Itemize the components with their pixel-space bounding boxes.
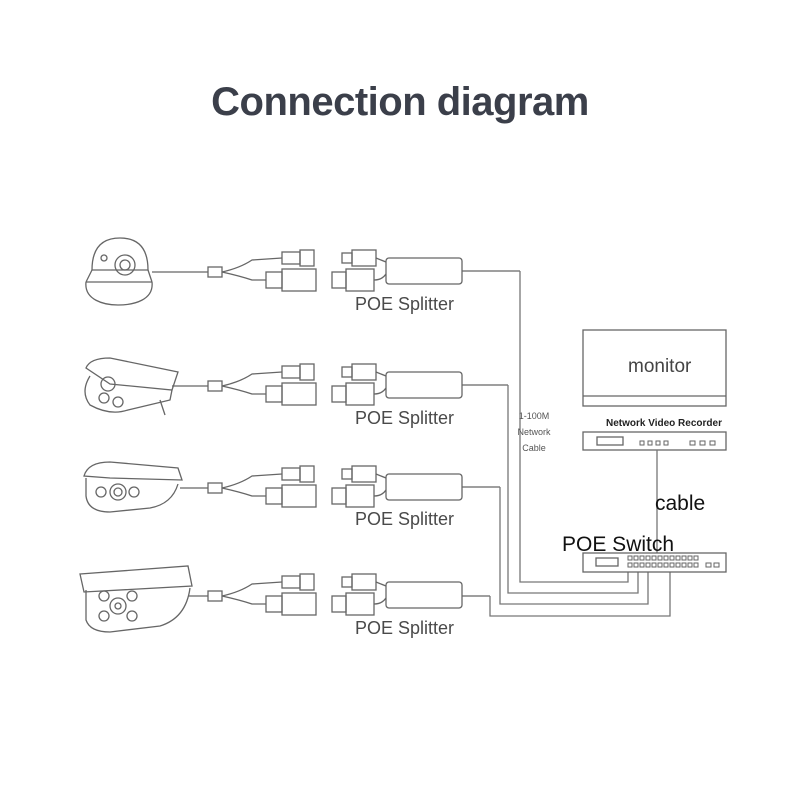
network-cable-label: 1-100M Network Cable (507, 408, 561, 456)
splitter-label-2: POE Splitter (355, 408, 455, 428)
pigtail-row-3 (180, 465, 500, 508)
poe-switch-label: POE Switch (562, 533, 675, 556)
monitor-icon (582, 329, 727, 407)
splitter-label-1: POE Splitter (355, 294, 455, 314)
network-cable-line1: 1-100M (518, 411, 550, 421)
diagram-title: Connection diagram (211, 80, 589, 124)
network-cable-line2: Network (517, 427, 551, 437)
large-bullet-camera-icon (79, 565, 193, 633)
box-camera-icon (83, 461, 183, 513)
pigtail-row-1 (152, 249, 520, 292)
network-cables (489, 271, 671, 617)
splitter-label-4: POE Splitter (355, 618, 455, 638)
poe-switch-icon (582, 552, 727, 573)
cable-label: cable (655, 492, 706, 515)
splitter-label-3: POE Splitter (355, 509, 455, 529)
bullet-camera-icon (84, 357, 179, 416)
pigtail-row-4 (188, 573, 490, 616)
monitor-label: monitor (628, 356, 692, 377)
dome-camera-icon (85, 237, 153, 306)
network-cable-line3: Cable (522, 443, 546, 453)
nvr-label: Network Video Recorder (606, 418, 722, 429)
pigtail-row-2 (172, 363, 508, 406)
nvr-icon (582, 431, 727, 451)
